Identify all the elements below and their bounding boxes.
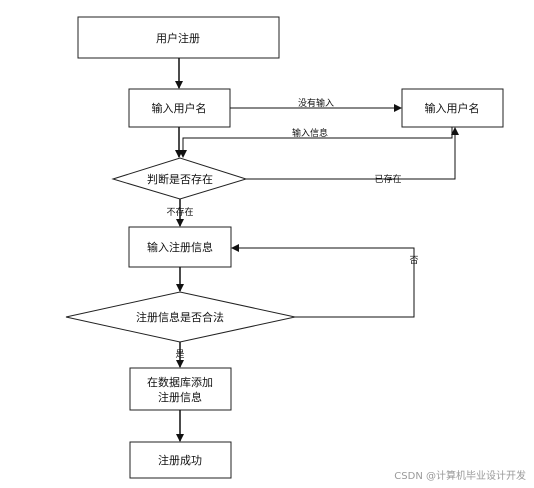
node-reg-success (129, 441, 232, 479)
node-user-register (77, 16, 280, 59)
edge-already-exists-label: 已存在 (374, 173, 401, 185)
edge-yes-label: 是 (175, 349, 184, 360)
node-input-username (128, 88, 231, 128)
node-input-username-retry (401, 88, 504, 128)
node-db-add-label-2: 注册信息 (158, 390, 202, 404)
node-input-reg-info (128, 226, 232, 268)
node-db-add (129, 367, 232, 411)
node-input-reg-info-label: 输入注册信息 (147, 240, 213, 254)
edge-no-label: 否 (409, 255, 418, 266)
node-db-add-label-1: 在数据库添加 (147, 375, 213, 389)
node-reg-success-label: 注册成功 (158, 453, 202, 467)
node-check-exists-label: 判断是否存在 (147, 172, 213, 186)
edge-not-exists-label: 不存在 (166, 206, 193, 218)
edge-input-info-label: 输入信息 (292, 127, 328, 139)
edge-invalid-loop (231, 244, 415, 318)
node-input-username-retry-label: 输入用户名 (425, 101, 480, 115)
edge-already-exists (246, 127, 459, 180)
node-input-username-label: 输入用户名 (152, 101, 207, 115)
node-user-register-label: 用户注册 (156, 31, 200, 45)
node-check-valid-label: 注册信息是否合法 (136, 310, 224, 324)
watermark: CSDN @计算机毕业设计开发 (394, 471, 526, 482)
edge-no-input-label: 没有输入 (298, 97, 334, 109)
